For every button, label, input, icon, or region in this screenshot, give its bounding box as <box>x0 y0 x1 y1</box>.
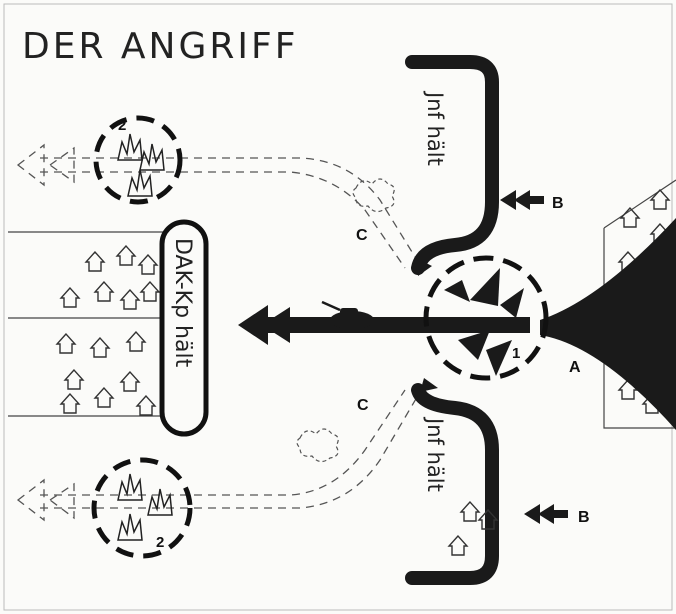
house-icon <box>56 333 76 354</box>
flank-route-bottom <box>16 389 421 522</box>
arrow-b-top <box>500 190 544 210</box>
house-icon <box>136 395 156 416</box>
house-icon <box>94 387 114 408</box>
explosion-icon <box>117 513 143 541</box>
flank-route-top <box>16 143 421 269</box>
explosion-icon <box>416 258 438 392</box>
impact-zone-bottom <box>91 457 193 559</box>
house-icon <box>120 289 140 310</box>
house-icon <box>460 501 480 522</box>
house-icon <box>64 369 84 390</box>
house-icon <box>60 393 80 414</box>
smoke-cloud-icon <box>296 428 339 463</box>
impact-zone-center <box>423 255 549 381</box>
explosion-icon <box>117 473 143 501</box>
house-icon <box>94 281 114 302</box>
house-icon <box>140 281 160 302</box>
infantry-bracket-top <box>405 55 499 275</box>
attack-wedge-a <box>540 218 676 430</box>
house-icon <box>90 337 110 358</box>
house-icon <box>126 331 146 352</box>
label-c-bottom: C <box>357 397 369 414</box>
house-icon <box>650 189 670 210</box>
arrow-icon <box>238 305 268 345</box>
arrow-b-bottom <box>524 504 568 524</box>
village-left <box>8 231 168 417</box>
label-b-bottom: B <box>578 509 590 526</box>
label-c-top: C <box>356 227 368 244</box>
zone-number-center: 1 <box>512 345 520 362</box>
arrow-icon <box>262 307 290 343</box>
inf-label-bottom: Jnf hält <box>423 416 447 492</box>
explosion-icon <box>444 268 524 376</box>
house-icon <box>120 371 140 392</box>
explosion-icon <box>139 143 165 171</box>
dak-label: DAK-Kp hält <box>170 238 195 368</box>
arrow-icon <box>524 504 540 524</box>
house-icon <box>448 535 468 556</box>
house-icon <box>85 251 105 272</box>
explosion-icon <box>127 169 153 197</box>
impact-zone-top <box>93 115 183 205</box>
house-icon <box>116 245 136 266</box>
infantry-bracket-bottom <box>405 383 499 585</box>
zone-number-bottom: 2 <box>156 534 164 551</box>
zone-number-top: 2 <box>118 117 126 134</box>
tank-icon <box>321 300 374 329</box>
smoke-cloud-icon <box>352 178 395 213</box>
arrow-icon <box>514 190 530 210</box>
house-icon <box>60 287 80 308</box>
diagram-title: DER ANGRIFF <box>22 26 298 67</box>
inf-label-top: Jnf hält <box>423 90 447 166</box>
dak-position-box <box>159 219 209 437</box>
label-a: A <box>569 359 581 376</box>
explosion-icon <box>147 488 173 516</box>
house-icon <box>138 254 158 275</box>
arrow-icon <box>500 190 516 210</box>
label-b-top: B <box>552 195 564 212</box>
arrow-icon <box>538 504 554 524</box>
explosion-icon <box>117 133 143 161</box>
